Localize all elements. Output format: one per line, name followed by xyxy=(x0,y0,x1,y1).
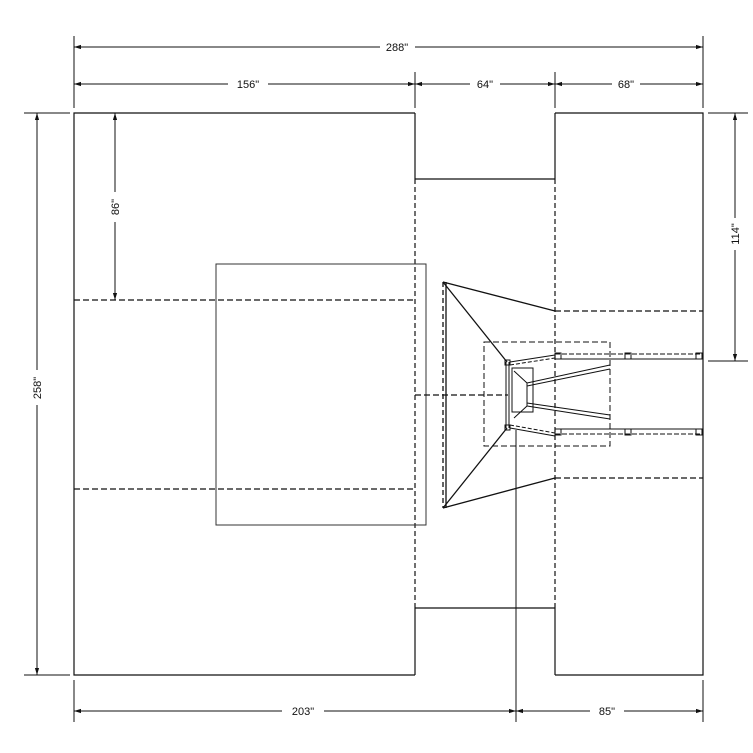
mechanism-boundary xyxy=(483,341,611,447)
dim-bottom-right: 85" xyxy=(599,706,615,718)
right-dimensions xyxy=(708,112,748,362)
dim-segment-right: 68" xyxy=(618,79,634,91)
top-dimensions xyxy=(73,36,704,108)
dim-segment-middle: 64" xyxy=(477,79,493,91)
dim-left-top-offset: 86" xyxy=(110,199,122,215)
dim-overall-width: 288" xyxy=(386,42,408,54)
middle-connector xyxy=(415,178,555,609)
funnel-structure xyxy=(442,281,556,509)
left-dimensions xyxy=(24,112,118,676)
rails xyxy=(555,353,703,435)
mechanism-detail xyxy=(505,354,611,437)
right-block xyxy=(554,112,704,676)
dim-segment-left: 156" xyxy=(237,79,259,91)
bottom-dimensions xyxy=(73,430,704,722)
rail-connectors xyxy=(504,352,703,436)
dim-overall-height: 258" xyxy=(32,377,44,399)
dim-right-top-offset: 114" xyxy=(730,223,742,245)
dim-bottom-left: 203" xyxy=(292,706,314,718)
inner-rectangle xyxy=(215,263,427,526)
left-block xyxy=(73,112,416,676)
